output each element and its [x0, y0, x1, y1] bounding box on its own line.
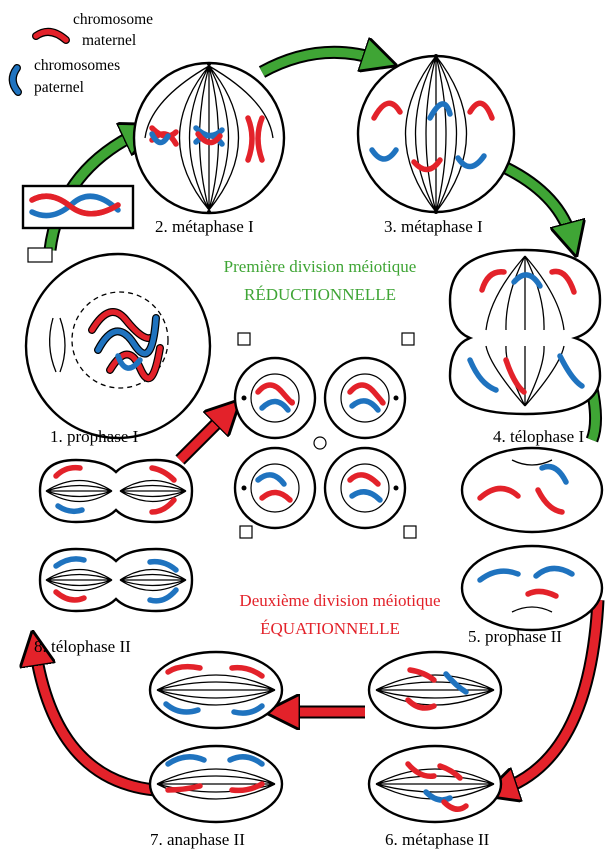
stage-1-label: 1. prophase I	[50, 427, 139, 446]
second-division-title-line1: Deuxième division méiotique	[239, 591, 440, 610]
maternal-chromosome-swatch	[33, 29, 69, 43]
first-division-title-line2: RÉDUCTIONNELLE	[244, 285, 396, 304]
paternal-chromosome-swatch	[10, 65, 21, 95]
stage-3-metaphase-I	[356, 54, 516, 214]
gamete-marker-icon	[403, 525, 417, 539]
stage-7-anaphase-II	[148, 650, 284, 824]
stage-8-label: 8. télophase II	[34, 637, 131, 656]
stage-3-label: 3. métaphase I	[384, 217, 483, 236]
second-division-arrows	[35, 412, 605, 790]
inset-marker-icon	[27, 247, 53, 263]
legend-paternal-line1: chromosomes	[34, 57, 120, 74]
arrow-3-to-4	[503, 162, 579, 242]
gamete-marker-icon	[239, 525, 253, 539]
stage-8-telophase-II	[38, 458, 194, 613]
gamete-marker-icon	[237, 332, 251, 346]
stage-4-telophase-I	[448, 248, 602, 416]
gamete-center-icon	[313, 436, 327, 450]
stage-5-label: 5. prophase II	[468, 627, 562, 646]
stage-2-label: 2. métaphase I	[155, 217, 254, 236]
stage-7-label: 7. anaphase II	[150, 830, 245, 849]
chiasma-inset	[21, 184, 135, 263]
gametes	[233, 332, 417, 539]
stage-6-metaphase-II	[367, 650, 503, 824]
stage-4-label: 4. télophase I	[493, 427, 584, 446]
first-division-title-line1: Première division méiotique	[224, 257, 417, 276]
legend-maternal-line2: maternel	[82, 32, 136, 49]
stage-5-prophase-II	[460, 446, 604, 632]
legend-maternal-line1: chromosome	[73, 11, 153, 28]
second-division-title-line2: ÉQUATIONNELLE	[260, 619, 400, 638]
legend-paternal-line2: paternel	[34, 79, 84, 96]
stage-1-prophase-I	[24, 252, 212, 440]
legend: chromosome maternel chromosomes paternel	[8, 11, 153, 96]
stage-6-label: 6. métaphase II	[385, 830, 490, 849]
stage-2-metaphase-I	[132, 61, 286, 215]
gamete-marker-icon	[401, 332, 415, 346]
